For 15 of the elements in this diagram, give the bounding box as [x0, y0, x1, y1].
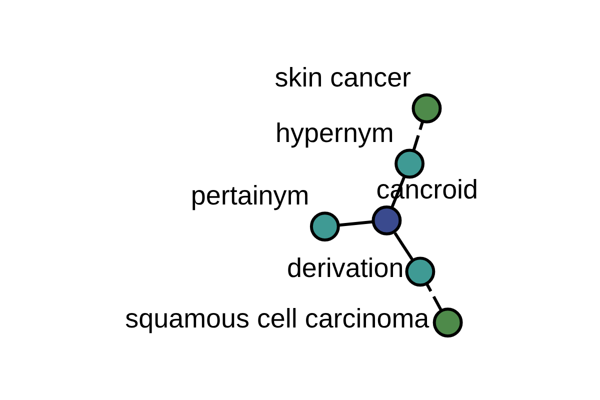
node-label: skin cancer — [274, 62, 411, 92]
node-circle — [404, 256, 435, 286]
node-circle — [309, 211, 340, 242]
node-label: hypernym — [275, 117, 394, 148]
node-label: squamous cell carcinoma — [124, 303, 429, 334]
node-label: derivation — [286, 252, 404, 282]
node-circle — [371, 204, 402, 235]
node-circle — [394, 148, 424, 178]
connector — [424, 282, 442, 310]
connector — [393, 232, 414, 260]
node-circle — [411, 92, 442, 123]
node-circle — [432, 307, 462, 338]
connector — [412, 120, 424, 150]
node-label: pertainym — [190, 180, 309, 210]
connector — [338, 220, 373, 226]
